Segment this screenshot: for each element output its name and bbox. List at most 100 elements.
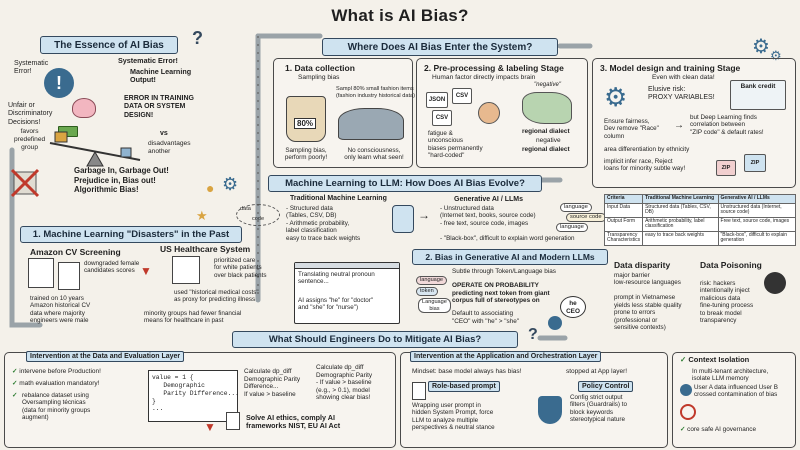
document-icon	[412, 382, 426, 400]
labeler-person-icon	[478, 102, 500, 124]
seesaw-icon	[49, 131, 141, 167]
stage3-but: but Deep Learning finds correlation betw…	[690, 114, 764, 136]
chip-data: data	[240, 206, 251, 212]
user-icon	[680, 384, 692, 396]
stage3-sub: Even with clean data!	[652, 74, 715, 81]
health-title: US Healthcare System	[160, 244, 251, 254]
chart-board-icon	[172, 256, 200, 284]
stage1-badge: 80%	[294, 118, 317, 129]
table-row: Output Form Arithmetic probability, labe…	[603, 216, 797, 232]
stage3-diff: area differentiation by ethnicity	[604, 146, 690, 153]
stage1-sub: Sampling bias	[298, 74, 340, 81]
question-mark-icon: ?	[528, 326, 538, 343]
disparity-title: Data disparity	[614, 260, 671, 270]
data-step-1-text: intervene before Production!	[19, 368, 101, 375]
disparity-body: major barrier low-resource languages pro…	[614, 272, 682, 331]
arrow-icon: →	[418, 208, 430, 222]
lightbulb-icon: ●	[206, 180, 215, 196]
error-in-training: ERROR IN TRAINING DATA OR SYSTEM DESIGN!	[124, 95, 194, 119]
role-prompt-title: Role-based prompt	[428, 381, 500, 392]
he-ceo-bubble: he CEO	[560, 296, 586, 318]
cv-document-icon	[28, 258, 54, 288]
negative-label: negative	[536, 137, 561, 144]
enter-banner: Where Does AI Bias Enter the System?	[322, 38, 558, 56]
health-minority: minority groups had fewer financial mean…	[144, 310, 242, 325]
systematic-error-right: Systematic Error!	[118, 56, 178, 65]
table-header-cell: Generative AI / LLMs	[717, 194, 797, 204]
data-stream-icon	[236, 204, 280, 226]
role-prompt-body: Wrapping user prompt in hidden System Pr…	[412, 402, 495, 432]
table-row: Input Data Structured data (Tables, CSV,…	[603, 202, 797, 218]
data-step-1: ✓ intervene before Production!	[12, 368, 101, 375]
regional-dialect-1: regional dialect	[522, 128, 570, 135]
thumbs-down-icon: ▼	[140, 264, 152, 278]
policy-control-title: Policy Control	[578, 381, 634, 392]
stopped-note: stopped at App layer!	[566, 368, 628, 375]
app-layer-section	[400, 352, 668, 448]
stage2-title: 2. Pre-processing & labeling Stage	[424, 63, 564, 73]
table-cell: Structured data (Tables, CSV, DB)	[642, 202, 719, 218]
stage3-implicit: implicit infer race, Reject loans for mi…	[604, 158, 686, 173]
star-icon: ★	[196, 208, 208, 223]
gen-ai-points: - Unstructured data (Internet text, book…	[440, 205, 575, 242]
chip-language-2: language	[556, 223, 588, 232]
gigo-text: Garbage In, Garbage Out! Prejudice in, B…	[74, 166, 169, 194]
table-cell: Free text, source code, images	[717, 216, 797, 232]
context-section	[672, 352, 796, 448]
stage1-note: Sampl 80% small fashion items (fashion i…	[336, 86, 415, 99]
arrow-icon: →	[674, 120, 684, 131]
health-costs: used "historical medical costs" as proxy…	[174, 289, 259, 304]
map-icon	[522, 92, 572, 124]
table-cell: Output Form	[603, 216, 644, 232]
csv-file-icon-2: CSV	[432, 110, 452, 126]
essence-banner: The Essence of AI Bias	[40, 36, 178, 54]
warning-icon: !	[44, 68, 74, 98]
ethics-note: Solve AI ethics, comply AI frameworks NI…	[246, 413, 341, 431]
calc-note-1: Calculate dp_diff Demographic Parity Dif…	[244, 368, 301, 398]
amazon-downgrade: downgraded female candidates scores	[84, 260, 140, 275]
code-editor: value = 1 { Demographic Parity Differenc…	[148, 370, 239, 422]
csv-file-icon: CSV	[452, 88, 472, 104]
translate-window	[294, 262, 400, 324]
genbias-default: Default to associating "CEO" with "he" >…	[452, 310, 520, 325]
disadvantages-group: disadvantages another	[148, 140, 191, 155]
data-step-2-text: math evaluation mandatory!	[19, 380, 100, 387]
data-step-2: ✓ math evaluation mandatory!	[12, 380, 100, 387]
gear-brain-icon: ⚙	[604, 82, 628, 112]
table-cell: Arithmetic probability, label classifica…	[642, 216, 719, 232]
governance-note: ✓ core safe AI governance	[680, 426, 757, 433]
shield-icon	[538, 396, 562, 424]
stage1-caption1: Sampling bias, perform poorly!	[284, 147, 328, 162]
context-body: In multi-tenant architecture, isolate LL…	[692, 368, 769, 383]
table-cell: easy to trace back weights	[642, 230, 719, 246]
clothes-pile-icon	[338, 108, 404, 140]
hacker-icon	[764, 272, 786, 294]
table-header-cell: Traditional Machine Learning	[642, 194, 719, 204]
page-title: What is AI Bias?	[331, 6, 469, 25]
disasters-banner: 1. Machine Learning "Disasters" in the P…	[20, 226, 242, 243]
table-header-cell: Criteria	[603, 194, 644, 204]
brain-icon	[72, 98, 96, 118]
zip-house-icon-1: ZIP	[716, 160, 736, 176]
comparison-table: Criteria Traditional Machine Learning Ge…	[603, 194, 797, 246]
genbias-subtle: Subtle through Token/Language bias	[452, 268, 556, 275]
bank-credit-icon: Bank credit	[730, 80, 786, 110]
trad-ml-points: - Structured data (Tables, CSV, DB) - Ar…	[286, 205, 361, 242]
regional-dialect-2: regional dialect	[522, 146, 570, 153]
chip-bias-ribbon: Language bias	[418, 298, 451, 314]
app-layer-title: Intervention at the Application and Orch…	[410, 351, 602, 362]
checklist-icon	[226, 412, 240, 430]
unfair-decisions: Unfair or Discriminatory Decisions!	[8, 102, 53, 126]
stage1-caption2: No consciousness, only learn what seen!	[344, 147, 404, 162]
chip-source-code: source code	[566, 213, 606, 222]
gear-icon: ⚙	[222, 174, 239, 194]
table-cell: Transparency Characteristics	[603, 230, 644, 246]
amazon-training: trained on 10 years Amazon historical CV…	[30, 295, 91, 325]
table-row: Transparency Characteristics easy to tra…	[603, 230, 797, 246]
database-icon	[392, 205, 414, 233]
crossed-circle-icon	[680, 404, 696, 420]
table-cell: "Black-box", difficult to explain genera…	[717, 230, 797, 246]
table-cell: Input Data	[603, 202, 644, 218]
chip-lang-ribbon: language	[416, 276, 448, 285]
systematic-error-left: Systematic Error!	[14, 60, 49, 76]
